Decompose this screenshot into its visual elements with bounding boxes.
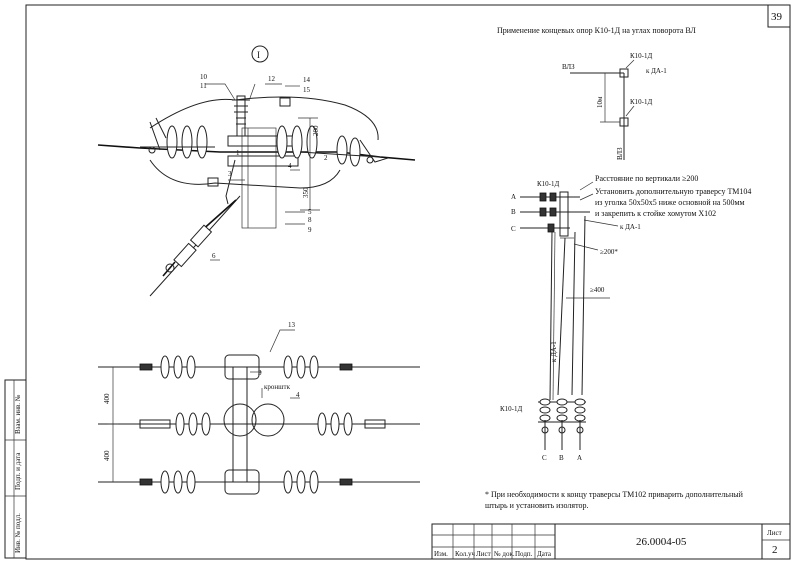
note2-line1: Установить дополнительную траверсу ТМ104 — [595, 187, 751, 196]
plan-callout-13: 13 — [288, 321, 296, 329]
callout-6: 6 — [212, 252, 216, 260]
plan-row-3 — [139, 469, 353, 495]
sheet-number: 39 — [771, 11, 783, 23]
k-top: К10-1Д — [630, 52, 653, 60]
tb-col-6: Дата — [537, 550, 552, 558]
right-title: Применение концевых опор К10-1Д на углах… — [497, 26, 696, 35]
stamp-label-2: Подп. и дата — [14, 452, 22, 490]
phase-c-left: C — [511, 225, 516, 233]
plan-view: 13 3 кронштк 4 400 400 — [98, 321, 420, 495]
tb-col-1: Изм. — [434, 550, 448, 558]
plan-row-2 — [139, 403, 386, 437]
plan-row-1 — [139, 354, 353, 380]
plan-callout-3: 3 — [258, 369, 262, 377]
callout-5: 5 — [308, 208, 312, 216]
plan-dim-1: 400 — [103, 393, 111, 404]
tb-col-4: № док. — [494, 550, 515, 558]
phase-a-left: A — [511, 193, 516, 201]
note-vertical: Расстояние по вертикали ≥200 — [595, 174, 698, 183]
view-marker: I — [257, 50, 260, 60]
sheet-no: 2 — [772, 544, 778, 556]
phase-b-bottom: B — [559, 454, 564, 462]
plan-bracket: кронштк — [264, 383, 291, 391]
kda-vert: к ДА-1 — [550, 341, 558, 362]
k-mid: К10-1Д — [630, 98, 653, 106]
callout-14: 14 — [303, 76, 311, 84]
callout-8: 8 — [308, 216, 312, 224]
title-block: Изм. Кол.уч Лист № док. Подп. Дата 26.00… — [431, 523, 791, 560]
right-insulator-string — [276, 125, 389, 167]
phase-a-bottom: A — [577, 454, 582, 462]
view-marker-circle — [251, 45, 269, 63]
tb-col-2: Кол.уч — [455, 550, 475, 558]
dim-400: ≥400 — [590, 286, 605, 294]
left-insulator-string — [140, 117, 215, 159]
k-upper: К10-1Д — [537, 180, 560, 188]
lower-insulators — [539, 398, 586, 450]
sheet-number-box — [767, 4, 791, 28]
side-stamp: Взам. инв. № Подп. и дата Инв. № подл. — [4, 379, 27, 559]
dim-200: 200 — [312, 125, 320, 136]
footnote-line1: * При необходимости к концу траверсы ТМ1… — [485, 490, 744, 499]
phase-b-left: B — [511, 208, 516, 216]
callout-2: 2 — [324, 154, 328, 162]
callout-10: 10 — [200, 73, 208, 81]
right-view: Применение концевых опор К10-1Д на углах… — [497, 26, 751, 462]
sheet-frame — [25, 4, 791, 560]
dim-200: ≥200* — [600, 248, 618, 256]
plan-callout-4: 4 — [296, 391, 300, 399]
kda-mid: к ДА-1 — [620, 223, 641, 231]
tb-col-5: Подп. — [515, 550, 533, 558]
note2-line3: и закрепить к стойке хомутом Х102 — [595, 209, 716, 218]
callout-1: 1 — [236, 149, 240, 157]
dist-10m: 10м — [596, 96, 604, 108]
tb-col-3: Лист — [476, 550, 491, 558]
vl3-left: ВЛЗ — [562, 63, 575, 71]
phase-c-bottom: C — [542, 454, 547, 462]
callout-12: 12 — [268, 75, 276, 83]
arrester — [149, 195, 241, 297]
stamp-label-3: Инв. № подл. — [14, 513, 22, 553]
callout-4: 4 — [288, 162, 292, 170]
callout-15: 15 — [303, 86, 311, 94]
footnote-line2: штырь и установить изолятор. — [485, 501, 589, 510]
left-elevation-view: I — [97, 45, 416, 297]
doc-code: 26.0004-05 — [636, 536, 687, 548]
callout-11: 11 — [200, 82, 207, 90]
stamp-label-1: Взам. инв. № — [14, 394, 22, 434]
plan-dim-2: 400 — [103, 450, 111, 461]
callout-9: 9 — [308, 226, 312, 234]
note2-line2: из уголка 50х50х5 ниже основной на 500мм — [595, 198, 745, 207]
kda-top: к ДА-1 — [646, 67, 667, 75]
dim-350: 350 — [302, 187, 310, 198]
sheet-label: Лист — [767, 529, 782, 537]
callout-3: 3 — [228, 170, 232, 178]
k-lower: К10-1Д — [500, 405, 523, 413]
vl3-bottom: ВЛЗ — [616, 147, 624, 160]
